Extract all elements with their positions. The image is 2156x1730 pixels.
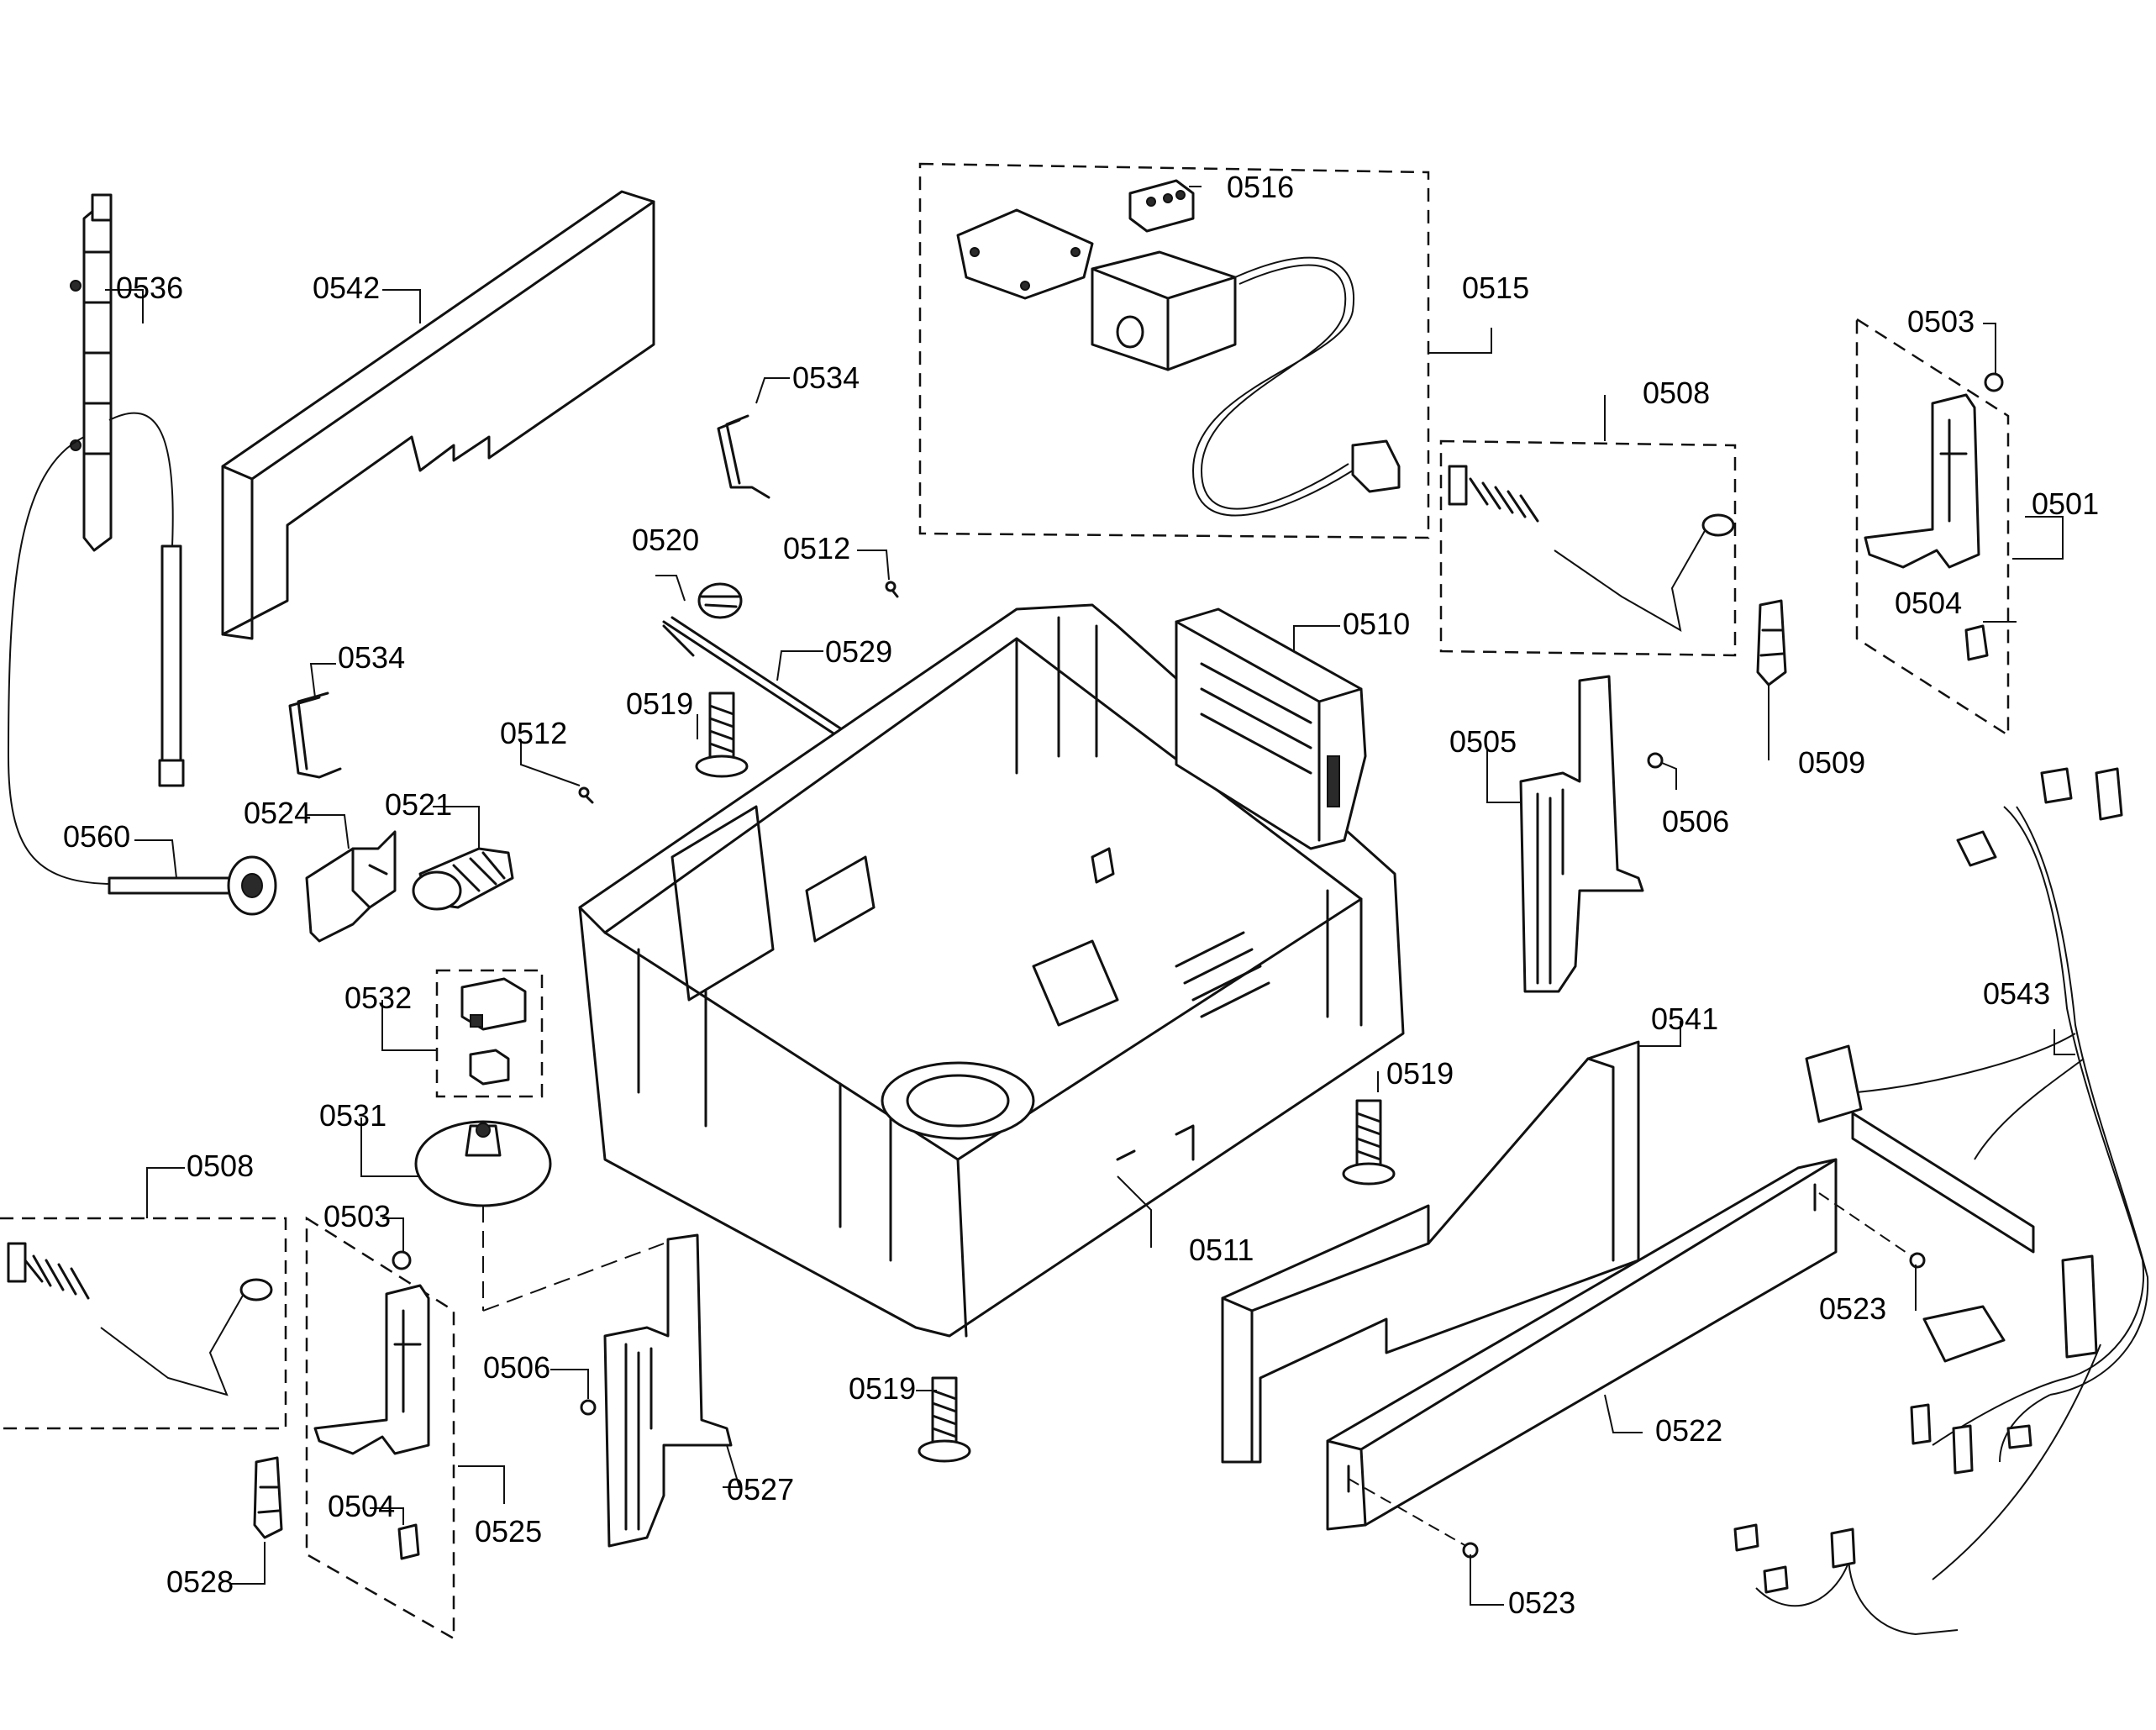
callout-0501: 0501 (2032, 486, 2099, 521)
part-0560-shaft (108, 855, 277, 916)
callout-0560: 0560 (63, 819, 130, 854)
callout-0520: 0520 (632, 523, 699, 557)
callout-labels: 0536 0542 0534 0534 0560 0524 0521 0532 … (63, 170, 2099, 1620)
screw-projection-line (1348, 1192, 1912, 1547)
callout-0506-left: 0506 (483, 1350, 550, 1385)
group-0532-box (435, 969, 544, 1098)
callout-0504-left: 0504 (328, 1489, 395, 1523)
group-0525-box (305, 1216, 455, 1641)
callout-0504-right: 0504 (1895, 586, 1962, 620)
callout-0534-upper: 0534 (792, 360, 860, 395)
callout-0525: 0525 (475, 1514, 542, 1549)
part-0520-gear (697, 582, 743, 619)
callout-0512-upper: 0512 (783, 531, 850, 565)
part-0519-screw-3 (918, 1376, 971, 1463)
hose-loop (7, 436, 110, 885)
callout-0523-bottom: 0523 (1508, 1585, 1575, 1620)
callout-0516: 0516 (1227, 170, 1294, 204)
part-0506-screw-left (580, 1399, 597, 1416)
callout-0503-left: 0503 (323, 1199, 391, 1233)
callout-0521: 0521 (385, 787, 452, 822)
disk-projection-line (482, 1206, 665, 1312)
callout-0527: 0527 (727, 1472, 794, 1507)
callout-0509: 0509 (1798, 745, 1865, 780)
callout-0531: 0531 (319, 1098, 387, 1133)
part-0531-disk (414, 1120, 552, 1207)
part-0516-junction-box (1091, 250, 1237, 371)
part-0524-bracket (305, 830, 397, 943)
callout-0532: 0532 (344, 981, 412, 1015)
part-0532-sensor (460, 977, 527, 1086)
group-0508-right-box (1439, 439, 1737, 657)
callout-0529: 0529 (825, 634, 892, 669)
callout-0536: 0536 (116, 271, 183, 305)
callout-0503-right: 0503 (1907, 304, 1975, 339)
callout-0519-upper: 0519 (626, 686, 693, 721)
part-0508-spring-left (7, 1242, 273, 1396)
part-0509-latch (1756, 599, 1787, 686)
callout-0512-lower: 0512 (500, 716, 567, 750)
part-0503-screw-left (392, 1250, 412, 1270)
callout-0519-bottom: 0519 (849, 1371, 916, 1406)
group-0515-box (918, 162, 1430, 539)
part-0503-screw-right (1984, 372, 2004, 392)
callout-0523-right: 0523 (1819, 1291, 1886, 1326)
callout-0522: 0522 (1655, 1413, 1722, 1448)
part-0519-screw-2 (1342, 1099, 1396, 1186)
part-0505-hinge-lever (1519, 675, 1644, 993)
callout-0541: 0541 (1651, 1002, 1718, 1036)
part-0521-actuator (412, 847, 514, 911)
part-0527-hinge-lever (603, 1233, 733, 1548)
part-0541-panel (1221, 1040, 1640, 1464)
part-0542-panel (221, 190, 655, 640)
callout-0510: 0510 (1343, 607, 1410, 641)
callout-0508-right: 0508 (1643, 376, 1710, 410)
callout-0508-left: 0508 (187, 1149, 254, 1183)
part-0525-hinge-bracket (313, 1284, 430, 1455)
part-0512-screw-lower (578, 786, 594, 804)
callout-0528: 0528 (166, 1564, 234, 1599)
part-0534-clip-upper (717, 414, 770, 499)
callout-0542: 0542 (313, 271, 380, 305)
part-0504-clip-right (1964, 624, 1989, 661)
callout-0505: 0505 (1449, 724, 1517, 759)
part-0516-lid (956, 208, 1094, 300)
part-0501-hinge-bracket (1864, 393, 1980, 569)
part-0508-spring-right (1448, 465, 1735, 632)
part-0519-screw-1 (695, 691, 749, 778)
part-0543-wiring-harness (1733, 767, 2149, 1636)
group-0501-box (1855, 317, 2010, 738)
part-0504-clip-left (397, 1523, 420, 1560)
part-0506-screw-right (1647, 752, 1664, 769)
part-0536-tube (158, 544, 185, 787)
part-0534-clip-lower (288, 691, 342, 779)
part-0516-power-cord (1191, 256, 1401, 517)
leader-lines (105, 186, 2075, 1606)
callout-0543: 0543 (1983, 976, 2050, 1011)
part-0516-terminal-block (1128, 179, 1195, 233)
part-0523-screw-right (1909, 1252, 1926, 1269)
callout-0519-right: 0519 (1386, 1056, 1454, 1091)
callout-0515: 0515 (1462, 271, 1529, 305)
callout-0506-right: 0506 (1662, 804, 1729, 839)
callout-0511: 0511 (1189, 1233, 1254, 1267)
callout-0524: 0524 (244, 796, 311, 830)
part-0522-strip (1326, 1158, 1838, 1531)
part-0536-guide-rail (70, 193, 113, 552)
part-base-tub (578, 603, 1405, 1338)
hose-loop-upper (108, 412, 174, 547)
group-0508-left-box (0, 1217, 287, 1430)
part-0512-screw-upper (885, 581, 899, 598)
part-0528-latch (253, 1456, 283, 1539)
callout-0534-lower: 0534 (338, 640, 405, 675)
part-0510-control-module (1175, 607, 1367, 850)
